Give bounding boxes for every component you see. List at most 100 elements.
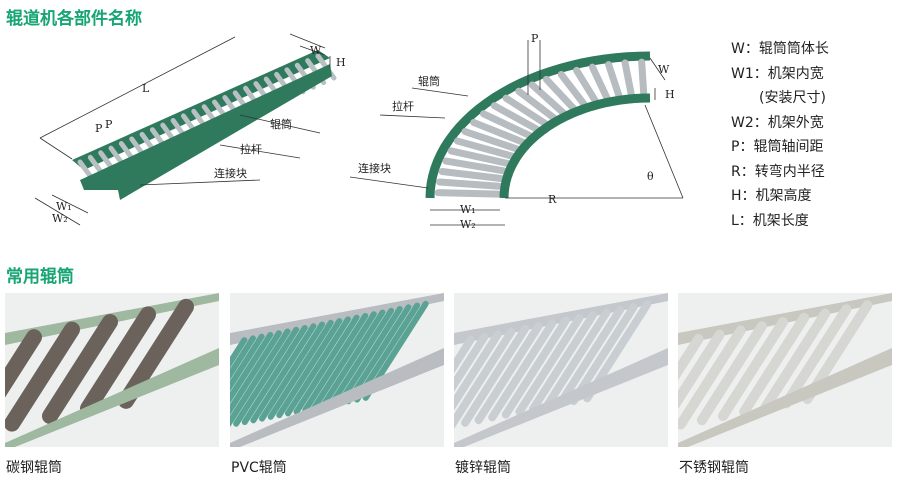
roller — [454, 332, 489, 392]
label-P: P — [95, 122, 103, 135]
roller — [230, 333, 265, 392]
roller — [241, 325, 308, 426]
label-R: R — [548, 193, 557, 206]
label-H: H — [336, 56, 346, 69]
roller — [678, 333, 704, 381]
conveyor-diagrams — [34, 33, 684, 226]
roller — [319, 309, 386, 410]
roller — [284, 316, 351, 417]
roller — [42, 314, 118, 424]
roller — [573, 66, 601, 108]
roller — [488, 319, 557, 422]
roller — [638, 58, 648, 102]
roller — [230, 337, 248, 369]
roller — [434, 189, 502, 198]
outer-frame — [425, 51, 651, 199]
label-theta: θ — [647, 170, 654, 183]
label-H-curve: H — [665, 88, 675, 101]
label-W2-curve: W₂ — [460, 218, 476, 231]
label-W-curve: W — [658, 63, 670, 76]
legend-item: H：机架高度 — [731, 188, 812, 204]
legend-item: R：转弯内半径 — [731, 163, 825, 180]
roller — [293, 314, 360, 415]
roller — [230, 330, 282, 416]
roller — [250, 323, 317, 424]
roller — [230, 328, 291, 428]
roller — [5, 321, 80, 432]
roller — [542, 308, 611, 411]
roller — [501, 316, 570, 419]
legend-item: W：辊筒筒体长 — [731, 41, 829, 57]
roller — [453, 137, 516, 160]
roller — [621, 59, 636, 103]
roller — [328, 307, 395, 408]
label-roller-curve: 辊筒 — [418, 75, 440, 88]
roller — [80, 306, 156, 417]
roller — [345, 304, 412, 405]
roller — [480, 110, 535, 140]
roller — [233, 326, 300, 427]
near-rail — [5, 348, 219, 447]
caption-carbon-steel: 碳钢辊筒 — [6, 460, 62, 476]
caption-galvanized: 镀锌辊筒 — [455, 460, 511, 476]
legend-item: P：辊筒轴间距 — [731, 139, 824, 155]
roller — [276, 318, 343, 419]
label-tie-rod-curve: 拉杆 — [392, 100, 414, 113]
roller — [302, 312, 369, 413]
label-P2: P — [105, 118, 113, 131]
far-rail — [230, 293, 444, 345]
roller — [5, 329, 42, 398]
legend-item: W1：机架内宽 — [731, 65, 824, 82]
label-W1: W₁ — [56, 200, 72, 213]
dimension-lines — [34, 33, 684, 226]
roller — [454, 335, 475, 374]
roller — [442, 157, 508, 175]
roller — [470, 118, 528, 146]
photo-galvanized-roller — [454, 293, 668, 447]
roller — [696, 321, 767, 426]
roller — [739, 312, 810, 417]
roller — [515, 87, 560, 123]
label-connector-curve: 连接块 — [358, 162, 391, 175]
photo-stainless-roller — [678, 293, 892, 447]
roller — [678, 325, 746, 430]
roller — [605, 61, 624, 104]
near-rail — [678, 348, 892, 447]
roller — [569, 303, 638, 406]
roller — [454, 327, 516, 429]
roller — [678, 329, 725, 410]
roller — [230, 335, 256, 380]
roller — [474, 322, 543, 425]
roller — [588, 63, 613, 106]
roller — [781, 304, 852, 409]
roller — [259, 321, 326, 422]
dimension-legend: W：辊筒筒体长 W1：机架内宽 (安装尺寸) W2：机架外宽 P：辊筒轴间距 R… — [731, 37, 829, 233]
near-rail — [230, 348, 444, 447]
roller — [461, 324, 530, 427]
legend-item: W2：机架外宽 — [731, 114, 824, 131]
near-rail — [454, 348, 668, 447]
roller — [760, 308, 831, 413]
roller — [461, 128, 521, 153]
legend-item: (安装尺寸) — [731, 90, 826, 106]
roller — [438, 167, 505, 182]
label-connector: 连接块 — [214, 167, 247, 180]
label-W2: W₂ — [52, 212, 68, 225]
roller — [718, 317, 788, 421]
label-L: L — [142, 82, 150, 95]
label-W1-curve: W₁ — [460, 203, 476, 216]
roller — [310, 311, 377, 412]
roller — [454, 330, 502, 411]
roller — [515, 313, 584, 416]
roller — [557, 70, 590, 111]
label-roller: 辊筒 — [270, 118, 292, 131]
photo-pvc-roller — [230, 293, 444, 447]
inner-frame — [499, 93, 651, 199]
roller — [490, 102, 542, 134]
caption-stainless: 不锈钢辊筒 — [679, 460, 749, 476]
label-W: W — [310, 44, 322, 57]
label-P-curve: P — [531, 32, 539, 45]
roller — [528, 81, 570, 119]
roller — [230, 331, 274, 404]
roller — [447, 147, 511, 167]
